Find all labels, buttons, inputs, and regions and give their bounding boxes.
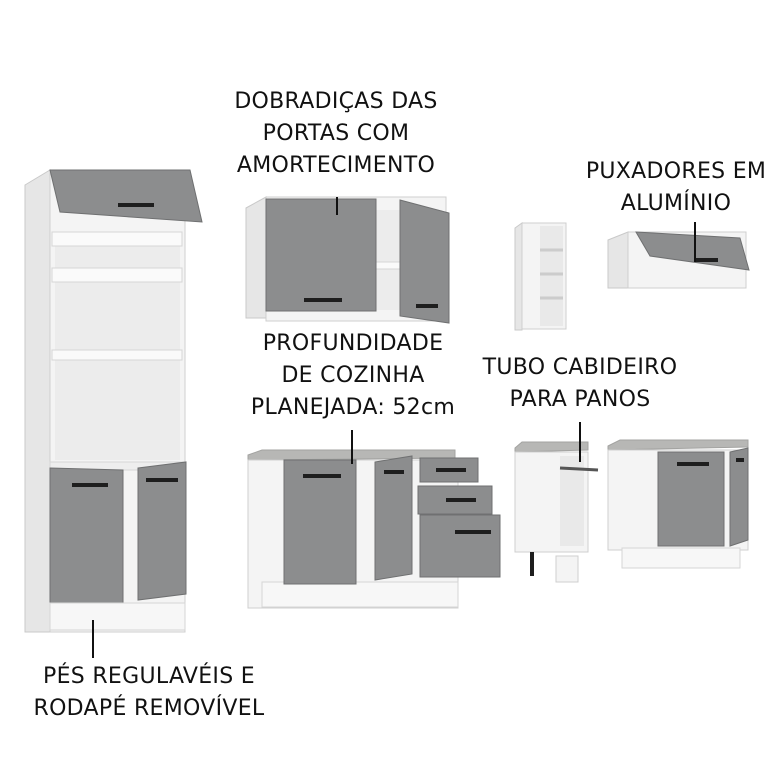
shelf <box>51 267 183 283</box>
door-handle <box>416 304 438 308</box>
label-line: PORTAS COM <box>262 121 410 146</box>
feet-plinth-callout-label: PÉS REGULAVÉIS E RODAPÉ REMOVÍVEL <box>18 661 280 725</box>
label-line: TUBO CABIDEIRO <box>482 355 678 380</box>
upper-left-door <box>265 198 377 312</box>
door-handle <box>72 483 108 487</box>
removable-plinth <box>49 602 186 631</box>
door-handle <box>303 474 341 478</box>
door-handle <box>118 203 154 207</box>
tower-right-door <box>137 461 187 601</box>
base-door <box>657 451 725 547</box>
door-handle <box>304 298 342 302</box>
shelf <box>51 231 183 247</box>
label-line: PUXADORES EM <box>585 159 767 184</box>
drawer-bottom <box>419 514 501 578</box>
upper-right-door-open <box>399 199 450 324</box>
door-handle <box>384 470 404 474</box>
label-line: PÉS REGULAVÉIS E <box>43 664 255 689</box>
label-line: PARA PANOS <box>509 387 651 412</box>
label-line: DOBRADIÇAS DAS <box>234 89 438 114</box>
label-line: PROFUNDIDADE <box>262 331 444 356</box>
label-line: RODAPÉ REMOVÍVEL <box>33 696 265 721</box>
base-drawer-cabinet <box>247 449 501 609</box>
label-line: AMORTECIMENTO <box>236 153 436 178</box>
narrow-base-cabinet <box>514 441 599 583</box>
door-handle <box>146 478 178 482</box>
open-shelf-unit <box>514 222 567 331</box>
depth-callout-label: PROFUNDIDADE DE COZINHA PLANEJADA: 52cm <box>240 328 466 424</box>
towel-rail <box>559 466 599 472</box>
tower-left-door <box>49 467 124 604</box>
flip-up-door <box>635 231 750 271</box>
single-door-base-cabinet <box>607 439 749 569</box>
label-line: DE COZINHA <box>281 363 425 388</box>
aluminium-handle <box>696 258 718 262</box>
small-flip-wall-cabinet <box>607 231 750 289</box>
label-line: PLANEJADA: 52cm <box>250 395 456 420</box>
handles-callout-label: PUXADORES EM ALUMÍNIO <box>578 156 774 220</box>
hinges-callout-label: DOBRADIÇAS DAS PORTAS COM AMORTECIMENTO <box>226 86 446 182</box>
shelf <box>51 349 183 361</box>
upper-double-cabinet <box>245 196 450 324</box>
tall-tower-cabinet <box>24 169 203 633</box>
flip-up-door <box>49 169 203 223</box>
label-line: ALUMÍNIO <box>620 191 732 216</box>
towel-rail-callout-label: TUBO CABIDEIRO PARA PANOS <box>474 352 686 416</box>
base-right-door-open <box>374 455 413 581</box>
drawer-top <box>419 457 479 483</box>
base-left-door <box>283 459 357 585</box>
adjustable-foot <box>530 552 534 576</box>
